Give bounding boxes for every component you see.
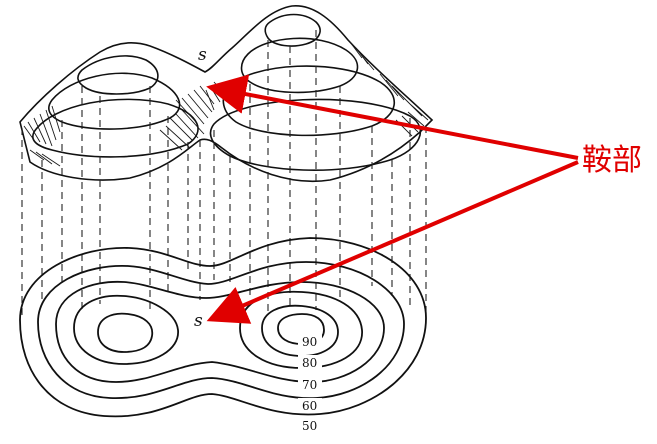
contour-label-90: 90 (302, 335, 317, 349)
saddle-mark-top: s (198, 45, 207, 65)
terrain-3d (19, 5, 434, 182)
contour-80-left (73, 294, 179, 365)
contour-label-60: 60 (302, 399, 317, 413)
arrow-to-top-saddle (206, 74, 579, 160)
saddle-arrows (206, 74, 579, 324)
contour-label-80: 80 (302, 356, 317, 370)
contour-value-labels: 90 80 70 60 50 (298, 334, 322, 433)
terrain-outline (19, 5, 434, 182)
contour-70 (55, 280, 385, 383)
arrow-to-bottom-saddle (206, 160, 579, 324)
contour-map (19, 237, 427, 418)
contour-90-right (261, 304, 339, 357)
contour-label-70: 70 (302, 378, 317, 392)
saddle-label: 鞍部 (582, 143, 642, 178)
contour-90-left (97, 312, 154, 353)
saddle-mark-bottom: s (194, 311, 203, 331)
contour-60 (37, 261, 405, 399)
projection-lines (21, 30, 427, 320)
contour-50 (19, 237, 427, 418)
contour-label-50: 50 (302, 419, 317, 433)
contour-peak-right (277, 313, 325, 345)
